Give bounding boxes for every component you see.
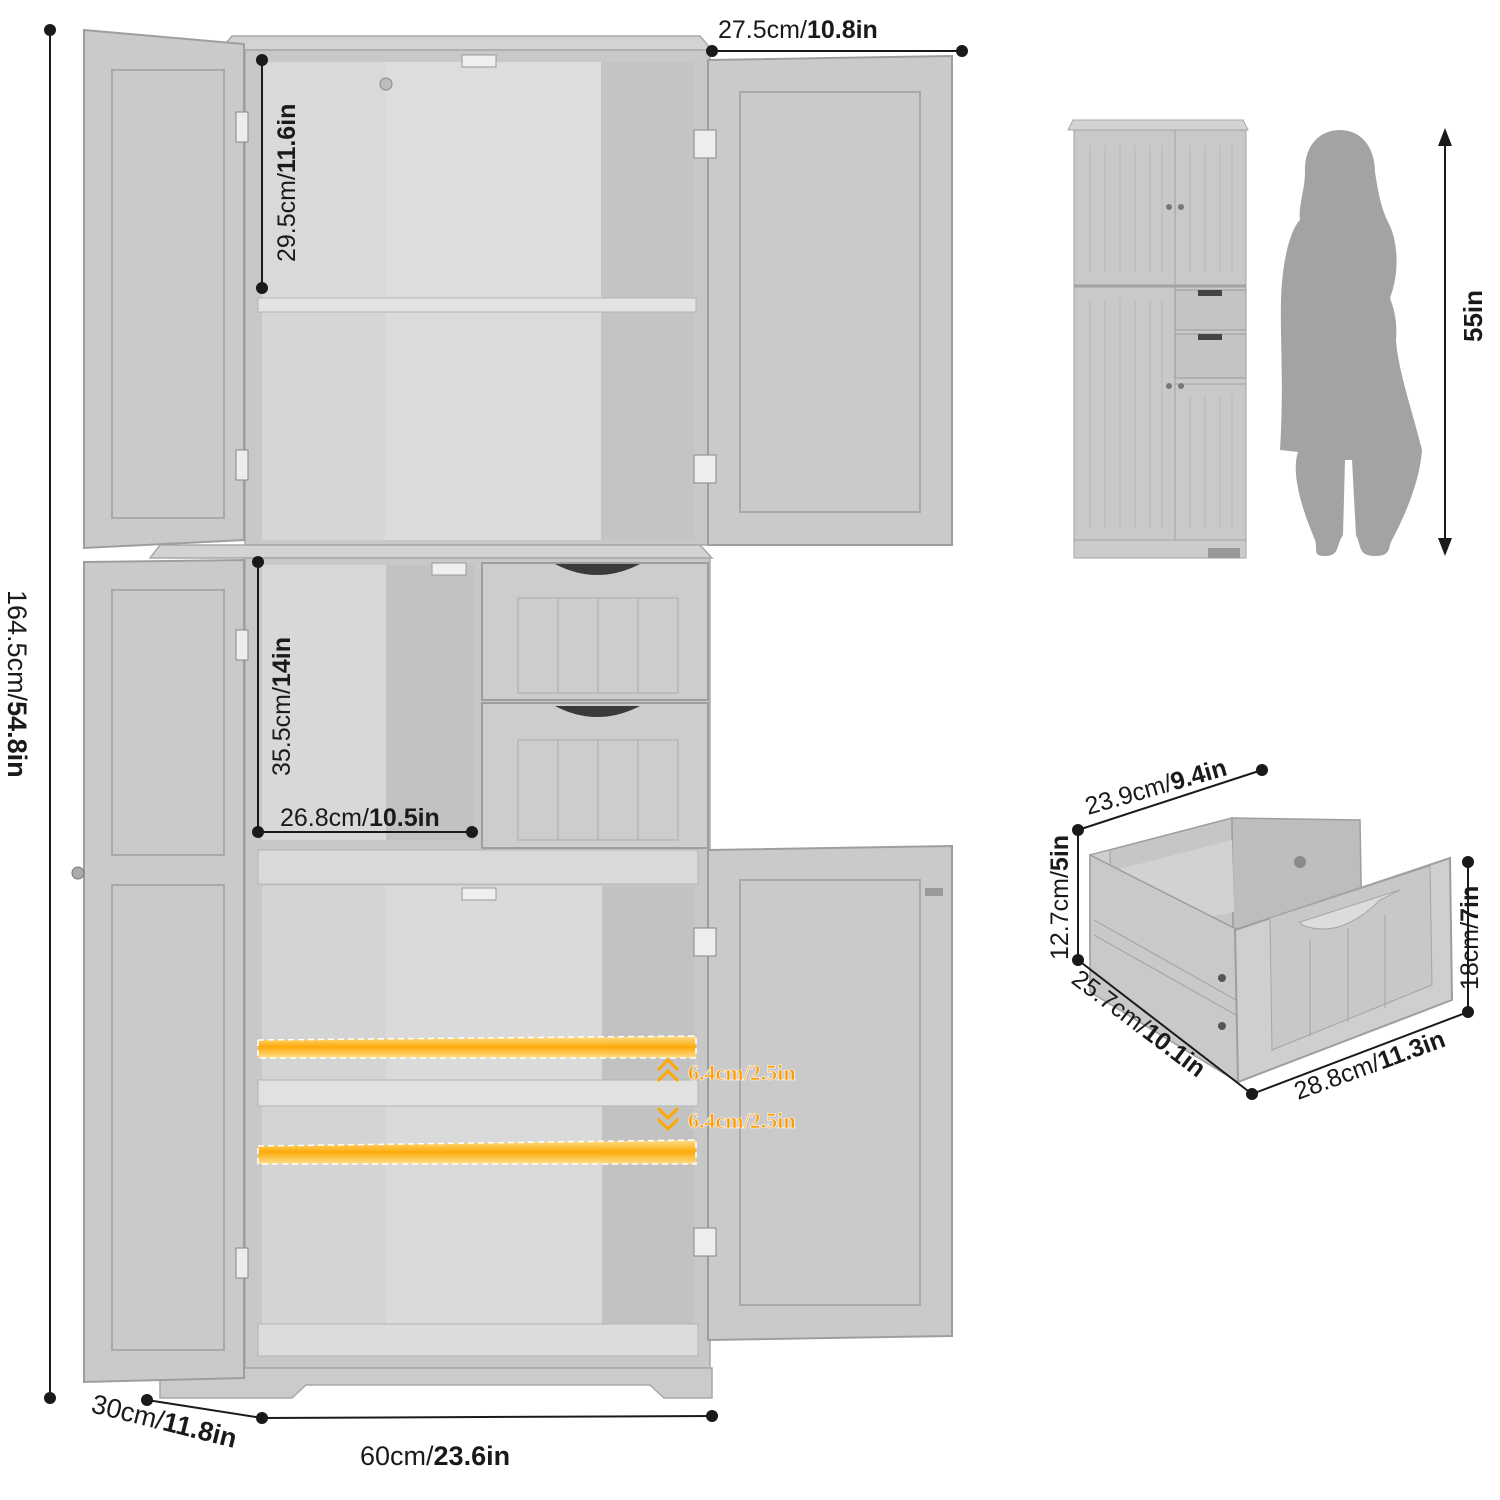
drawer-inner-height-label: 12.7cm/5in <box>1046 835 1074 960</box>
total-height-label: 164.5cm/54.8in <box>2 590 32 778</box>
shelf-up-label: 6.4cm/2.5in <box>688 1060 796 1085</box>
person-height-label: 55in <box>1458 290 1488 342</box>
shelf-down-label: 6.4cm/2.5in <box>688 1108 796 1133</box>
drawer-detail <box>1089 817 1454 1084</box>
thumbnail-cabinet <box>1067 119 1249 559</box>
drawer-top[interactable] <box>481 562 709 701</box>
middle-height-label: 35.5cm/14in <box>268 637 296 776</box>
door-lower-left[interactable] <box>71 558 249 1384</box>
drawer-outer-height-label: 18cm/7in <box>1456 886 1484 990</box>
chevron-down-icon <box>656 1106 680 1132</box>
middle-width-label: 26.8cm/10.5in <box>280 804 440 832</box>
person-silhouette-icon <box>1280 130 1422 556</box>
door-upper-right[interactable] <box>693 54 953 546</box>
adjustable-shelf-lower <box>257 1139 697 1165</box>
door-lower-right[interactable] <box>693 844 953 1342</box>
main-cabinet <box>148 35 714 1399</box>
width-label: 60cm/23.6in <box>360 1441 510 1471</box>
dimension-lines <box>44 24 968 1424</box>
chevron-up-icon <box>656 1057 680 1083</box>
top-depth-label: 27.5cm/10.8in <box>718 16 878 44</box>
person-height-dimension <box>1438 128 1452 556</box>
drawer-bottom[interactable] <box>481 702 709 849</box>
adjustable-shelf-upper <box>257 1035 697 1059</box>
door-upper-left[interactable] <box>83 28 249 550</box>
drawer-dimension-lines <box>1072 764 1474 1100</box>
upper-shelf-height-label: 29.5cm/11.6in <box>273 104 301 262</box>
